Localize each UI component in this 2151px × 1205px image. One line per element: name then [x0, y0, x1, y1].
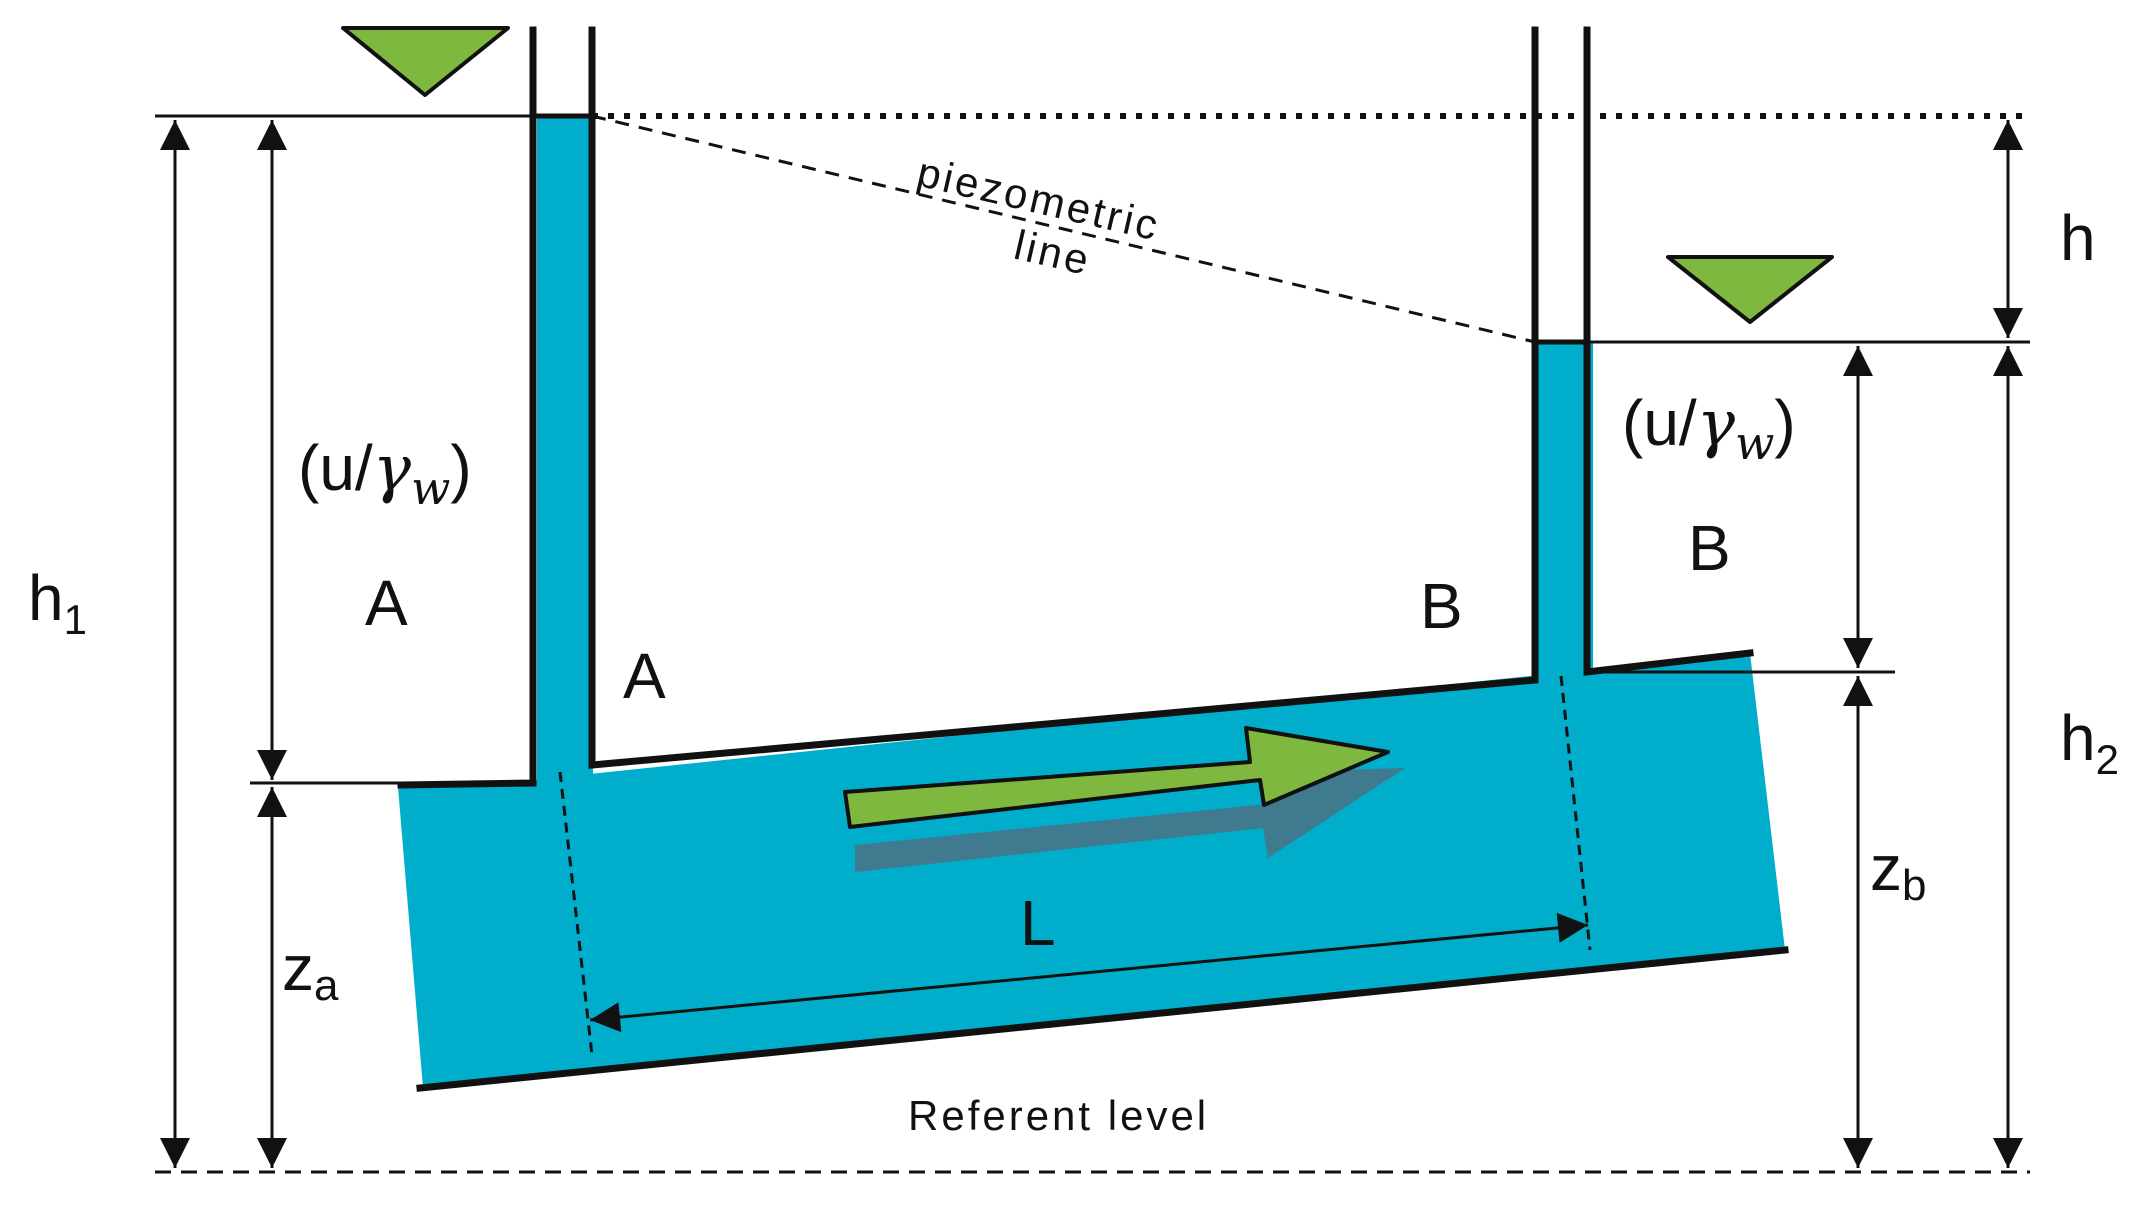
section-lines — [558, 675, 1592, 1056]
h2-label: h2 — [2060, 702, 2119, 783]
point-a-pipe-label: A — [623, 640, 666, 712]
right-water-level-triangle-icon — [1666, 255, 1834, 324]
pressure-head-b-label: (u/γw) — [1622, 387, 1796, 470]
dimension-arrows — [160, 120, 2023, 1168]
h-label: h — [2060, 202, 2096, 274]
point-a-left-label: A — [365, 567, 408, 639]
piezometric-line — [591, 114, 1536, 344]
h1-label: h1 — [28, 562, 87, 643]
za-label: za — [282, 932, 339, 1010]
flow-arrow-icon — [843, 726, 1405, 872]
zb-label: zb — [1870, 832, 1926, 910]
L-label: L — [1020, 887, 1056, 959]
point-b-pipe-label: B — [1420, 570, 1463, 642]
pressure-head-a-label: (u/γw) — [298, 432, 472, 515]
L-dimension — [589, 912, 1589, 1033]
left-water-level-triangle-icon — [341, 26, 510, 97]
referent-level-label: Referent level — [908, 1092, 1209, 1139]
left-standpipe-water — [537, 115, 593, 787]
reference-lines — [155, 114, 2030, 785]
point-b-right-label: B — [1688, 512, 1731, 584]
